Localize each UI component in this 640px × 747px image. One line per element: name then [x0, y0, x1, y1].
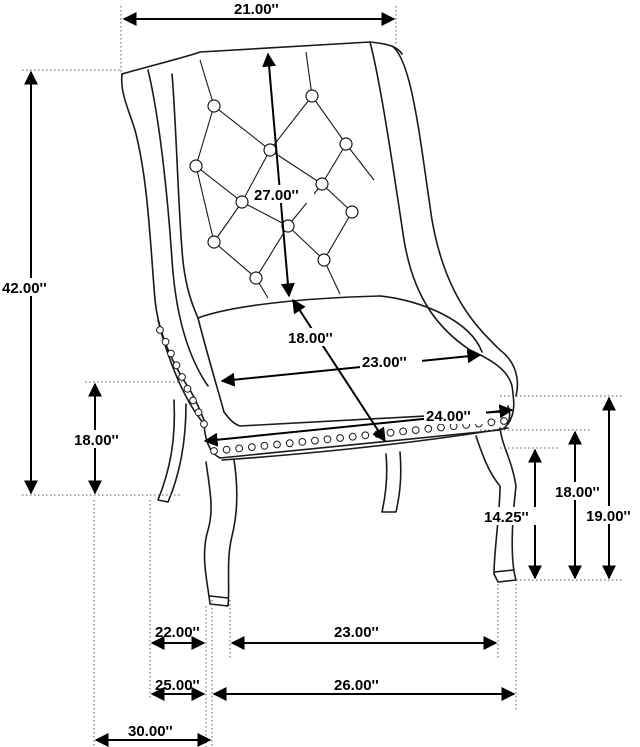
nailhead	[411, 426, 420, 435]
dimension-guides	[22, 6, 622, 747]
dimension-arrows	[24, 12, 616, 747]
label-overall-height: 42.00''	[2, 280, 47, 297]
nailhead	[311, 436, 319, 445]
nailhead	[156, 326, 164, 334]
nailhead	[336, 434, 345, 442]
nailhead	[235, 444, 244, 453]
label-seat-height: 18.00''	[74, 432, 119, 449]
nailhead	[386, 428, 395, 437]
nailhead	[178, 373, 186, 381]
nailhead	[361, 431, 370, 440]
nailhead	[323, 435, 332, 444]
label-overall-depth: 30.00''	[128, 723, 173, 740]
nailhead	[260, 441, 269, 450]
nailhead	[194, 408, 203, 417]
chair-outline	[120, 41, 519, 461]
nailhead	[348, 432, 357, 441]
nailhead	[172, 361, 181, 370]
nailhead	[161, 337, 170, 346]
nailhead	[200, 420, 208, 428]
nailhead	[189, 396, 197, 405]
label-leg-height: 14.25''	[484, 509, 529, 526]
nailhead	[298, 438, 307, 446]
nailhead	[424, 424, 433, 433]
label-leg-depth-inner: 22.00''	[155, 624, 200, 641]
nailhead	[487, 418, 496, 427]
label-leg-width-outer: 26.00''	[334, 677, 379, 694]
nailhead	[222, 445, 231, 454]
nailhead	[399, 427, 408, 436]
nailhead	[247, 443, 256, 452]
label-leg-width-inner: 23.00''	[334, 624, 379, 641]
label-front-height: 19.00''	[586, 508, 631, 525]
nailhead	[437, 423, 445, 432]
nailhead	[183, 384, 192, 393]
label-leg-depth-outer: 25.00''	[155, 677, 200, 694]
chair-legs	[157, 399, 517, 607]
nailhead	[167, 349, 175, 358]
label-back-height: 27.00''	[254, 187, 299, 204]
label-arm-height: 18.00''	[555, 484, 600, 501]
nailhead	[210, 447, 218, 455]
label-seat-depth: 18.00''	[288, 330, 333, 347]
nailhead	[285, 439, 294, 448]
label-top-width: 21.00''	[234, 1, 279, 18]
nailhead	[273, 440, 281, 449]
nailhead	[500, 417, 508, 425]
label-inner-width: 23.00''	[362, 354, 407, 371]
label-seat-front-width: 24.00''	[426, 408, 471, 425]
